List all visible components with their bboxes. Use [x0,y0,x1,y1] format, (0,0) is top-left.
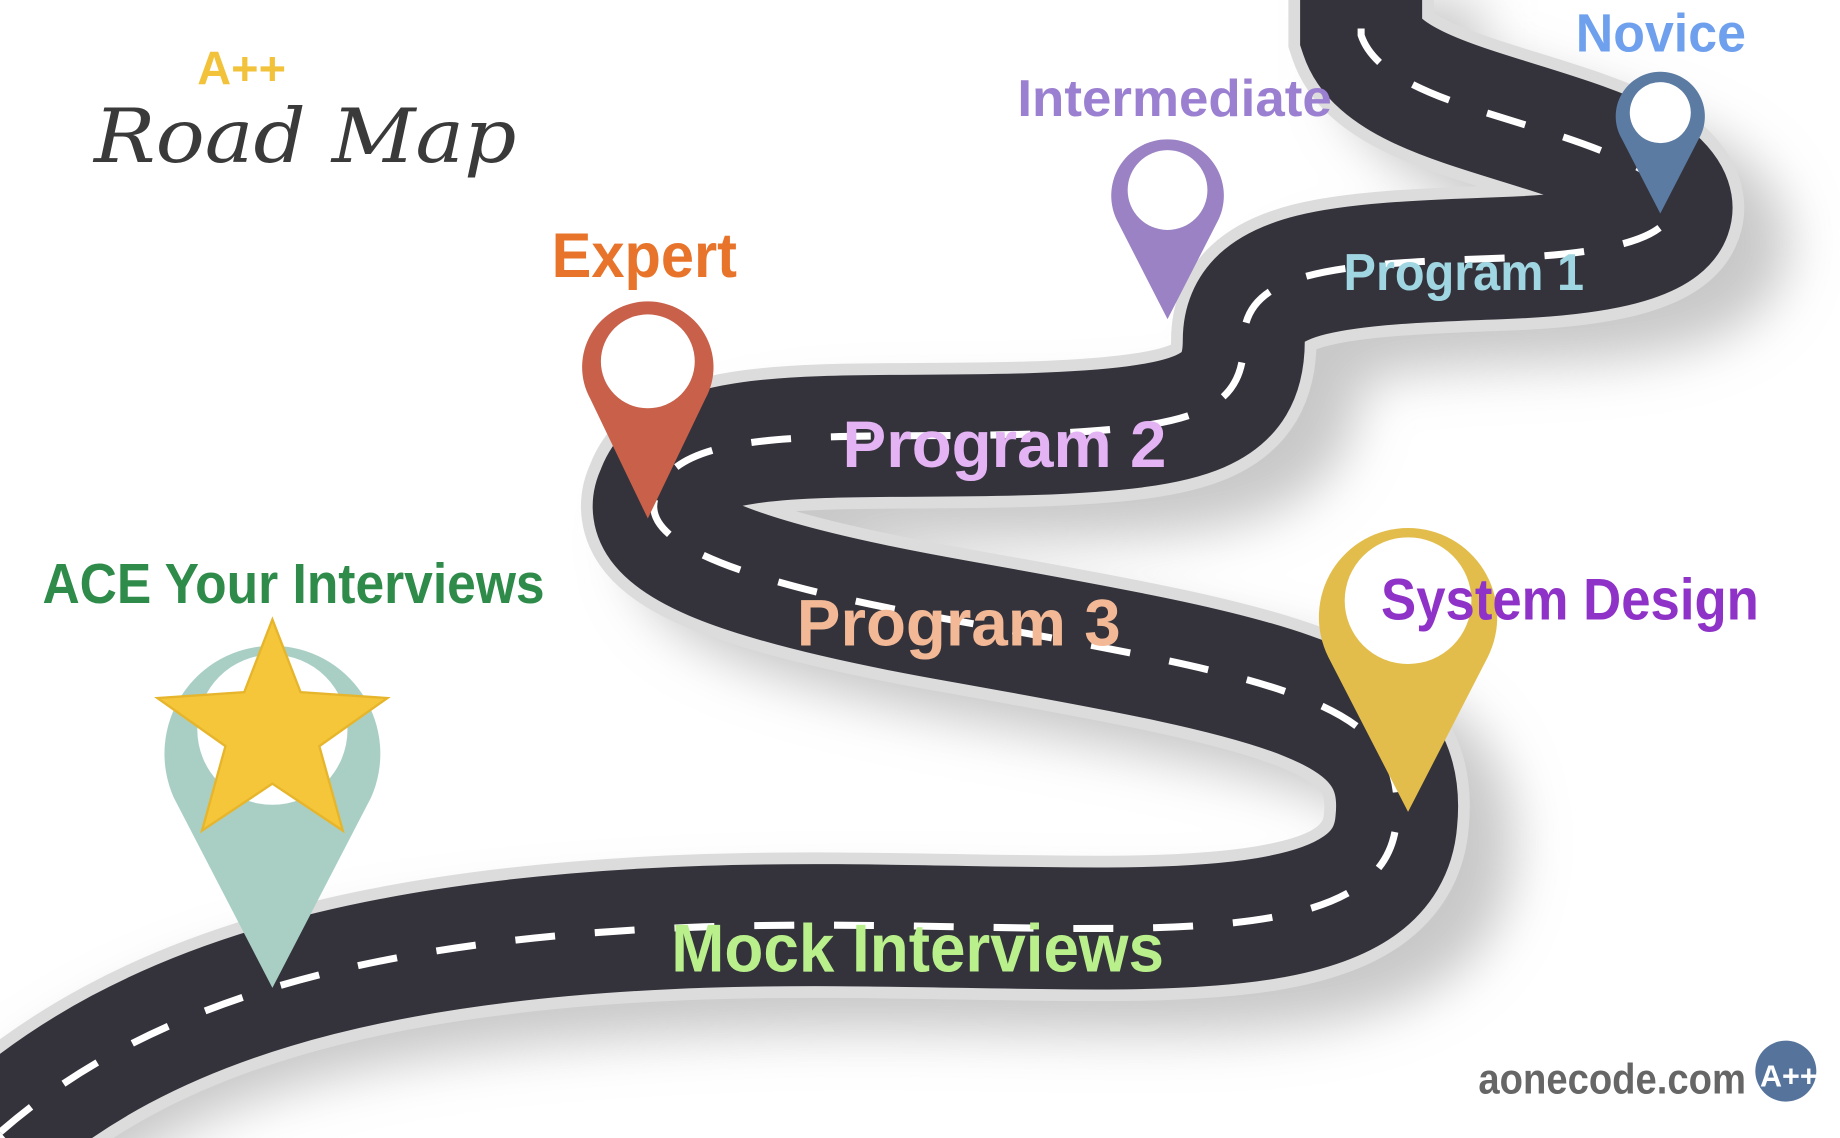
star-icon [154,616,391,834]
label-novice: Novice [1576,4,1746,64]
footer-site-link[interactable]: aonecode.com [1478,1055,1745,1102]
logo-badge: A++ [197,42,286,94]
label-mock-interviews: Mock Interviews [671,910,1164,986]
label-intermediate: Intermediate [1017,69,1331,127]
label-system-design: System Design [1381,567,1759,632]
expert-pin-icon [582,301,714,519]
roadmap-logo: A++ Road Map [92,42,517,179]
intermediate-pin-icon [1111,139,1224,320]
novice-pin-icon [1615,71,1705,214]
label-program-2: Program 2 [843,408,1167,481]
footer-badge-text: A++ [1760,1059,1818,1093]
logo-title: Road Map [92,92,517,180]
footer-badge-icon: A++ [1755,1040,1818,1102]
system-design-pin-icon [1318,528,1498,812]
label-program-1: Program 1 [1344,243,1585,301]
label-ace-your-interviews: ACE Your Interviews [42,552,544,615]
label-expert: Expert [552,221,737,291]
label-program-3: Program 3 [797,586,1121,659]
